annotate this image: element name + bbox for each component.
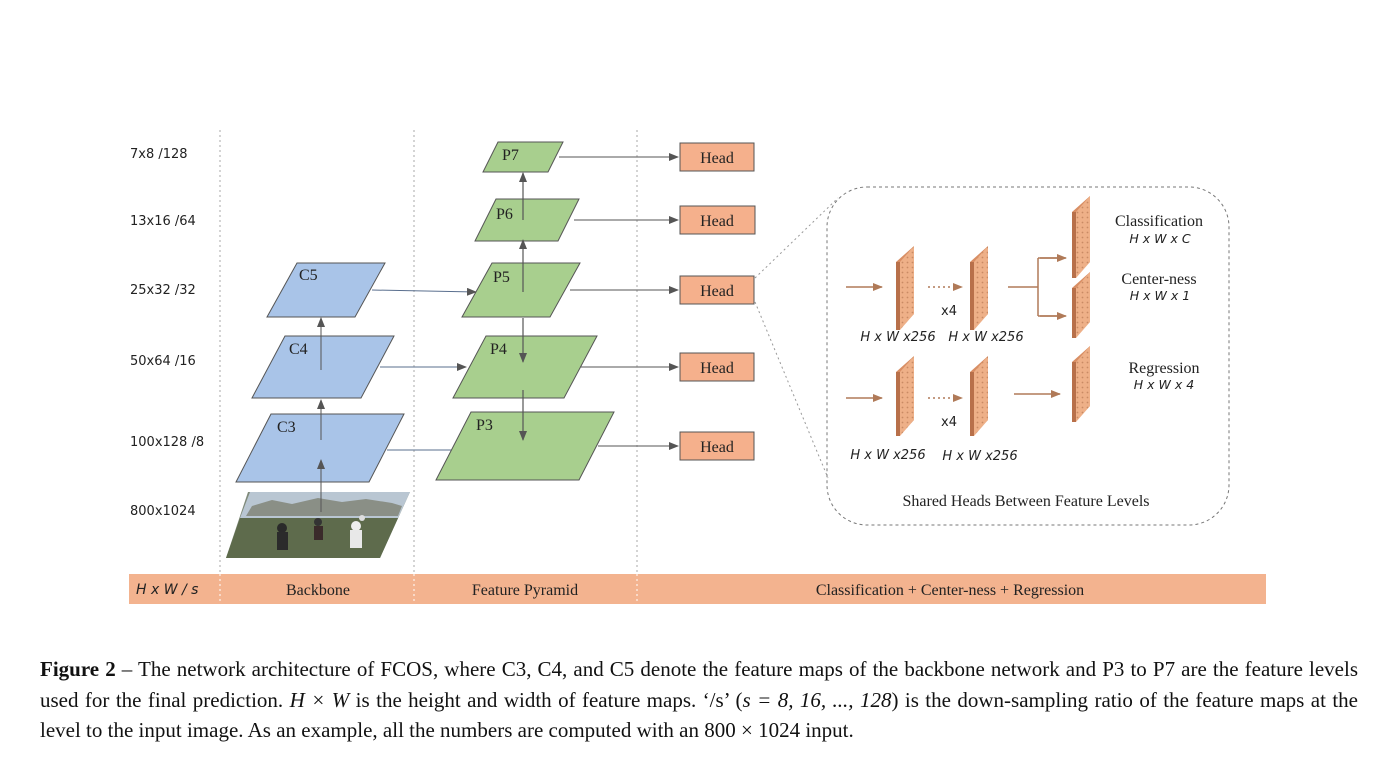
bar-feature-pyramid-label: Feature Pyramid	[472, 582, 578, 599]
input-image	[226, 492, 410, 558]
head-box-p3: Head	[679, 431, 755, 461]
caption-text-1: The network architecture of FCOS, where …	[40, 657, 1358, 712]
output-dims: H x W x C H x W x 1 H x W x 4	[1129, 231, 1194, 392]
pyramid-p6-label: P6	[496, 206, 513, 223]
head-label-p6: Head	[700, 213, 734, 230]
caption-math-size: 800 × 1024	[704, 718, 801, 742]
caption-text-4: input.	[800, 718, 854, 742]
caption-text-2: is the height and width of feature maps.…	[349, 687, 743, 712]
classification-block	[1072, 196, 1090, 278]
centerness-block	[1072, 272, 1090, 338]
shared-heads-top-branch: x4 H x W x256 H x W x256	[846, 196, 1090, 345]
dims-top-1: H x W x256	[860, 330, 935, 345]
pyramid-levels: P3 P4 P5 P6 P7	[435, 141, 615, 481]
feature-block-bottom-1	[896, 356, 914, 436]
backbone-c4-label: C4	[289, 341, 308, 358]
scale-label-p4: 50x64 /16	[130, 354, 196, 369]
scale-label-p3: 100x128 /8	[130, 435, 204, 450]
pyramid-p7: P7	[482, 141, 564, 173]
pyramid-p3: P3	[435, 411, 615, 481]
fcos-architecture-figure: 7x8 /128 13x16 /64 25x32 /32 50x64 /16 1…	[129, 130, 1266, 604]
feature-block-bottom-2	[970, 356, 988, 436]
figure-caption: Figure 2 – The network architecture of F…	[40, 654, 1358, 746]
head-label-p4: Head	[700, 360, 734, 377]
dims-bottom-2: H x W x256	[942, 449, 1017, 464]
pyramid-p7-label: P7	[502, 147, 519, 164]
head-arrows	[559, 153, 679, 450]
bar-heads-label: Classification + Center-ness + Regressio…	[816, 582, 1084, 599]
dims-top-2: H x W x256	[948, 330, 1023, 345]
classification-label: Classification	[1115, 213, 1203, 230]
regression-block	[1072, 346, 1090, 422]
backbone-c3: C3	[235, 413, 405, 483]
head-label-p5: Head	[700, 283, 734, 300]
classification-dims: H x W x C	[1129, 231, 1190, 246]
regression-dims: H x W x 4	[1134, 377, 1194, 392]
caption-label: Figure 2	[40, 657, 116, 681]
feature-block-top-2	[970, 246, 988, 330]
shared-heads-caption: Shared Heads Between Feature Levels	[902, 493, 1149, 510]
caption-text-3: ) is the down-sampling ratio of the feat…	[40, 687, 1358, 743]
centerness-dims: H x W x 1	[1130, 288, 1190, 303]
pyramid-p4: P4	[452, 335, 598, 399]
head-box-p7: Head	[679, 142, 755, 172]
backbone-c5-label: C5	[299, 267, 318, 284]
scale-label-p6: 13x16 /64	[130, 214, 196, 229]
pyramid-p5-label: P5	[493, 269, 510, 286]
pyramid-p4-label: P4	[490, 341, 507, 358]
caption-math-hw: H × W	[289, 687, 350, 712]
scale-label-p5: 25x32 /32	[130, 283, 196, 298]
backbone-c4: C4	[251, 335, 395, 399]
output-labels: Classification Center-ness Regression	[1115, 213, 1203, 377]
head-label-p7: Head	[700, 150, 734, 167]
head-boxes: Head Head Head Head Head	[679, 142, 756, 461]
backbone-levels: C3 C4 C5	[235, 262, 405, 483]
head-box-p4: Head	[679, 352, 755, 382]
backbone-c5: C5	[266, 262, 386, 318]
pyramid-p3-label: P3	[476, 417, 493, 434]
centerness-label: Center-ness	[1121, 271, 1196, 288]
scale-labels: 7x8 /128 13x16 /64 25x32 /32 50x64 /16 1…	[130, 147, 204, 519]
head-box-p5: Head	[679, 275, 755, 305]
zoom-lines	[754, 197, 839, 479]
head-box-p6: Head	[679, 205, 756, 235]
caption-math-s: s = 8, 16, ..., 128	[742, 687, 892, 712]
caption-dash: –	[115, 657, 139, 681]
scale-label-input: 800x1024	[130, 504, 196, 519]
shared-heads-bottom-branch: x4 H x W x256 H x W x256	[846, 346, 1090, 464]
shared-heads-box	[826, 186, 1230, 526]
repeat-top: x4	[941, 304, 957, 319]
dims-bottom-1: H x W x256	[850, 448, 925, 463]
bottom-bar: H x W / s Backbone Feature Pyramid Class…	[129, 574, 1266, 604]
feature-block-top-1	[896, 246, 914, 330]
scale-label-p7: 7x8 /128	[130, 147, 188, 162]
bar-scale-label: H x W / s	[136, 582, 198, 598]
head-label-p3: Head	[700, 439, 734, 456]
pyramid-p6: P6	[474, 198, 580, 242]
bar-backbone-label: Backbone	[286, 582, 350, 599]
pyramid-p5: P5	[461, 262, 581, 318]
backbone-c3-label: C3	[277, 419, 296, 436]
regression-label: Regression	[1128, 360, 1199, 377]
repeat-bottom: x4	[941, 415, 957, 430]
